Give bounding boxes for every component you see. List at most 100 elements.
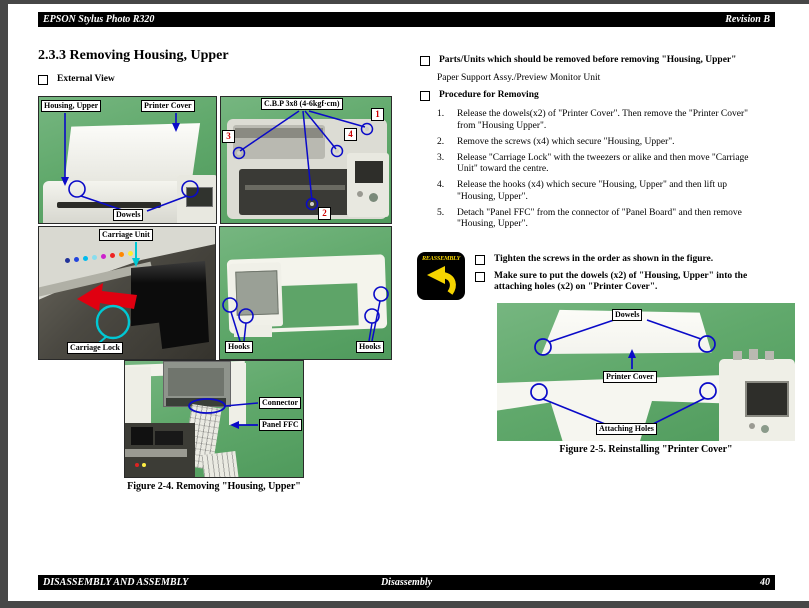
checkbox-icon [475, 255, 485, 265]
ink-dot [83, 256, 88, 261]
photo-reinstall-printer-cover: Dowels Printer Cover Attaching Holes [497, 303, 795, 441]
attaching-holes-label: Attaching Holes [596, 423, 657, 435]
paper-support-slot-shape [235, 128, 323, 138]
carriage-lock-label: Carriage Lock [67, 342, 123, 354]
open-mechanism-shape [239, 169, 351, 215]
procedure-step: 1. Release the dowels(x2) of "Printer Co… [437, 109, 777, 132]
arrow-up-icon [628, 349, 636, 358]
annotation-overlay [222, 286, 389, 342]
mechanism-rail-shape [125, 449, 187, 457]
annotation-overlay [188, 398, 259, 429]
connector-label: Connector [259, 397, 301, 409]
printer-cover-label: Printer Cover [603, 371, 657, 383]
button-shape [749, 423, 755, 429]
ink-dot [92, 255, 97, 260]
annotation-overlay [61, 113, 199, 212]
screw-number-3: 3 [222, 130, 235, 143]
screw-spec-label: C.B.P 3x8 (4-6kgf·cm) [261, 98, 343, 110]
annotation-overlay [232, 110, 374, 211]
hook-pointer-line [230, 311, 241, 342]
photo-panel-ffc: Connector Panel FFC [124, 360, 304, 478]
screw-pointer-line [239, 110, 300, 152]
mechanism-block-shape [155, 431, 183, 445]
hooks-right-label: Hooks [356, 341, 384, 353]
step-text: Detach "Panel FFC" from the connector of… [457, 207, 742, 230]
step-text: Release the hooks (x4) which secure "Hou… [457, 180, 727, 202]
screw-circle-marker [330, 144, 344, 158]
screw-number-2: 2 [318, 207, 331, 220]
reassembly-icon: REASSEMBLY [417, 252, 465, 300]
ink-dot [65, 258, 70, 263]
screw-pointer-line [304, 110, 337, 150]
dowel-circle-marker [698, 335, 716, 353]
photo-screws-top-view: C.B.P 3x8 (4-6kgf·cm) 1 3 4 2 [220, 96, 392, 224]
photo-housing-hooks: Hooks Hooks [219, 226, 392, 360]
annotation-overlay [77, 242, 140, 344]
step-text: Release the dowels(x2) of "Printer Cover… [457, 109, 749, 131]
step-number: 3. [437, 152, 445, 163]
step-number: 2. [437, 136, 445, 147]
header-product-title: EPSON Stylus Photo R320 [43, 14, 155, 25]
procedure-step: 5. Detach "Panel FFC" from the connector… [437, 208, 777, 231]
connector-ellipse-marker [188, 398, 226, 414]
parts-units-heading-text: Parts/Units which should be removed befo… [439, 55, 737, 65]
button-shape [357, 191, 363, 197]
hook-circle-marker [222, 297, 238, 313]
footer-section: Disassembly [380, 577, 433, 588]
dowel-circle-marker [181, 180, 199, 198]
checkbox-icon [475, 271, 485, 282]
button-shape [369, 193, 378, 202]
attaching-hole-circle-marker [699, 382, 717, 400]
attaching-hole-pointer-line [652, 397, 706, 425]
step-text: Release "Carriage Lock" with the tweezer… [457, 152, 749, 175]
arrow-down-icon [172, 123, 180, 132]
carriage-lock-pointer-line [98, 335, 108, 344]
procedure-step: 2. Remove the screws (x4) which secure "… [437, 137, 777, 149]
reassembly-arrow-icon [427, 266, 456, 295]
hooks-left-label: Hooks [225, 341, 253, 353]
annotation-overlay [530, 319, 717, 425]
reassembly-notes: Tighten the screws in the order as shown… [475, 254, 785, 299]
external-view-label: External View [57, 74, 115, 84]
step-number: 5. [437, 207, 445, 218]
screw-head-shape [237, 151, 241, 155]
arrow-down-icon [61, 177, 69, 186]
arrow-curve-shape [442, 272, 456, 295]
connector-pointer-line [224, 402, 259, 407]
screw-pointer-line [302, 110, 313, 202]
hook-pointer-line [371, 300, 381, 342]
note-text: Tighten the screws in the order as shown… [494, 254, 714, 264]
parts-units-heading: Parts/Units which should be removed befo… [420, 55, 736, 66]
panel-ffc-label: Panel FFC [259, 419, 302, 431]
ink-dot [110, 253, 115, 258]
led-dot [135, 463, 139, 467]
parts-units-body: Paper Support Assy./Preview Monitor Unit [437, 73, 601, 83]
procedure-step: 4. Release the hooks (x4) which secure "… [437, 180, 777, 203]
checkbox-icon [38, 75, 48, 85]
procedure-heading: Procedure for Removing [420, 90, 539, 101]
preview-monitor-shape [355, 161, 383, 183]
dowel-pointer-line [146, 195, 188, 212]
figure-2-5-caption: Figure 2-5. Reinstalling "Printer Cover" [559, 444, 733, 455]
attaching-hole-pointer-line [542, 398, 606, 425]
printer-tab-shape [765, 351, 774, 360]
screw-circle-marker [305, 197, 319, 211]
step-text: Remove the screws (x4) which secure "Hou… [457, 136, 675, 147]
arrow-left-icon [230, 421, 239, 429]
printer-cover-label: Printer Cover [141, 100, 195, 112]
screw-number-1: 1 [371, 108, 384, 121]
checkbox-icon [420, 91, 430, 101]
ink-dot [74, 257, 79, 262]
preview-monitor-shape [745, 381, 789, 417]
printer-tab-shape [733, 351, 742, 360]
reassembly-note: Make sure to put the dowels (x2) of "Hou… [475, 271, 785, 294]
footer-page-number: 40 [760, 577, 770, 588]
mechanism-block-shape [131, 427, 153, 445]
screw-head-shape [335, 149, 339, 153]
ink-dot [128, 251, 133, 256]
hook-circle-marker [238, 308, 254, 324]
hook-circle-marker [373, 286, 389, 302]
external-view-heading: External View [38, 74, 115, 85]
attaching-hole-circle-marker [530, 383, 548, 401]
page-footer-bar: DISASSEMBLY AND ASSEMBLY Disassembly 40 [38, 575, 775, 590]
